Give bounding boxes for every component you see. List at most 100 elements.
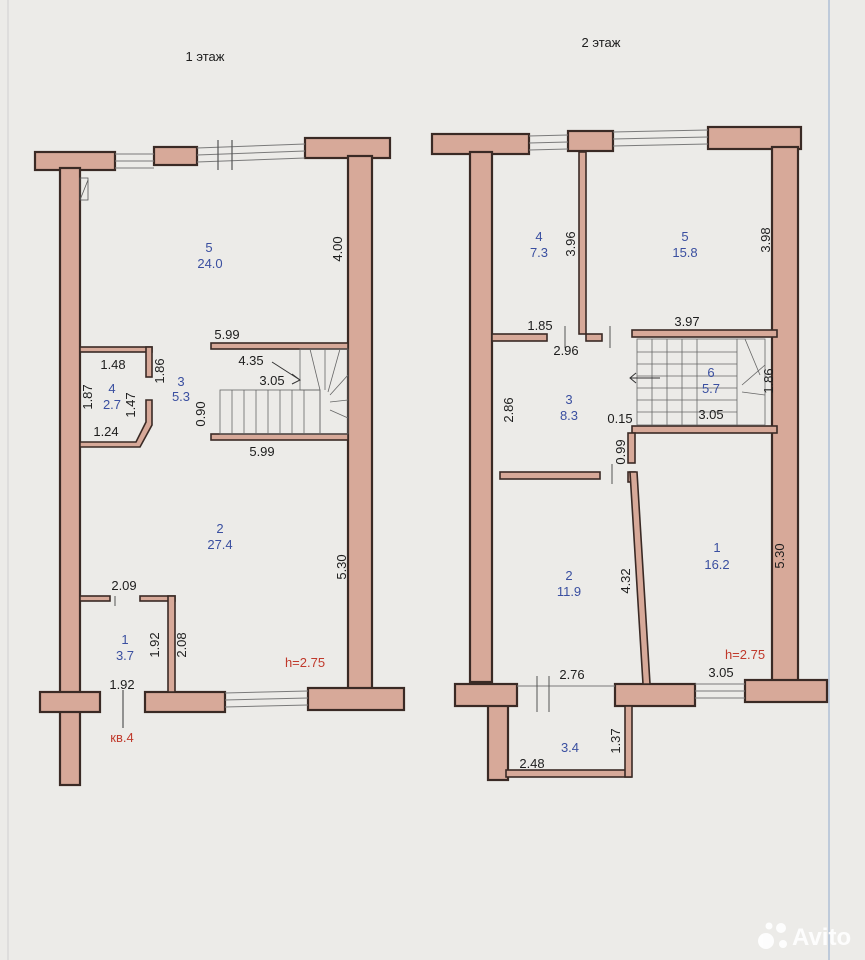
room-area: 5.7 bbox=[702, 381, 720, 396]
wall bbox=[486, 700, 510, 782]
wall bbox=[770, 145, 800, 685]
room-area: 3.7 bbox=[116, 648, 134, 663]
dimension: 1.24 bbox=[93, 424, 118, 439]
dimension: 3.05 bbox=[259, 373, 284, 388]
wall bbox=[453, 682, 519, 708]
window bbox=[528, 134, 569, 151]
wall bbox=[210, 342, 349, 350]
room-number: 1 bbox=[121, 632, 128, 647]
dimension: 0.99 bbox=[613, 439, 628, 464]
wall bbox=[629, 471, 651, 685]
avito-watermark: Avito bbox=[758, 922, 851, 951]
wall bbox=[491, 333, 548, 342]
dimension: 1.37 bbox=[608, 728, 623, 753]
window bbox=[115, 153, 154, 169]
wall bbox=[468, 150, 494, 684]
wall bbox=[58, 166, 82, 702]
wall bbox=[210, 433, 349, 441]
floor-1-title: 1 этаж bbox=[186, 49, 225, 64]
dimension: 0.15 bbox=[607, 411, 632, 426]
dimension: 5.99 bbox=[214, 327, 239, 342]
ceiling-height: h=2.75 bbox=[725, 647, 765, 662]
window bbox=[196, 140, 306, 170]
dimension: 5.99 bbox=[249, 444, 274, 459]
room-number: 5 bbox=[205, 240, 212, 255]
wall bbox=[706, 125, 803, 151]
dimension: 3.05 bbox=[698, 407, 723, 422]
dimension: 2.09 bbox=[111, 578, 136, 593]
dimension: 1.86 bbox=[152, 358, 167, 383]
room-area: 8.3 bbox=[560, 408, 578, 423]
room-area: 15.8 bbox=[672, 245, 697, 260]
dimension: 3.96 bbox=[563, 231, 578, 256]
dimension: 1.86 bbox=[761, 368, 776, 393]
room-number: 3 bbox=[565, 392, 572, 407]
room-number: 3 bbox=[177, 374, 184, 389]
wall bbox=[58, 708, 82, 787]
room-area: 5.3 bbox=[172, 389, 190, 404]
dimension: 2.96 bbox=[553, 343, 578, 358]
wall bbox=[38, 690, 102, 714]
wall bbox=[566, 129, 615, 153]
wall bbox=[627, 432, 636, 464]
dimension: 4.32 bbox=[618, 568, 633, 593]
door-mark bbox=[517, 676, 615, 712]
avito-wordmark: Avito bbox=[792, 924, 851, 951]
wall bbox=[306, 686, 406, 712]
floor-2-plan: 2 этаж bbox=[430, 35, 829, 782]
dimension: 4.00 bbox=[330, 236, 345, 261]
room-number: 5 bbox=[681, 229, 688, 244]
room-area: 3.4 bbox=[561, 740, 579, 755]
wall bbox=[631, 425, 778, 434]
ceiling-height: h=2.75 bbox=[285, 655, 325, 670]
staircase bbox=[629, 338, 766, 426]
dimension: 3.05 bbox=[708, 665, 733, 680]
wall bbox=[613, 682, 697, 708]
dimension: 1.92 bbox=[147, 632, 162, 657]
window bbox=[695, 683, 745, 699]
room-number: 1 bbox=[713, 540, 720, 555]
room-area: 27.4 bbox=[207, 537, 232, 552]
dimension: 3.97 bbox=[674, 314, 699, 329]
room-area: 16.2 bbox=[704, 557, 729, 572]
room-number: 2 bbox=[565, 568, 572, 583]
room-area: 7.3 bbox=[530, 245, 548, 260]
apartment-label: кв.4 bbox=[110, 730, 133, 745]
wall bbox=[585, 333, 603, 342]
dimension: 2.86 bbox=[501, 397, 516, 422]
dimension: 5.30 bbox=[334, 554, 349, 579]
dimension: 1.48 bbox=[100, 357, 125, 372]
dimension: 1.92 bbox=[109, 677, 134, 692]
floor-1-plan: 1 этаж bbox=[33, 49, 406, 787]
room-number: 4 bbox=[535, 229, 542, 244]
wall bbox=[743, 678, 829, 704]
staircase bbox=[219, 348, 349, 435]
room-number: 4 bbox=[108, 381, 115, 396]
floor-2-title: 2 этаж bbox=[582, 35, 621, 50]
room-number: 2 bbox=[216, 521, 223, 536]
room-area: 2.7 bbox=[103, 397, 121, 412]
wall bbox=[152, 145, 199, 167]
avito-logo-icon bbox=[758, 922, 787, 949]
dimension: 1.87 bbox=[80, 384, 95, 409]
dimension: 2.08 bbox=[174, 632, 189, 657]
dimension: 0.90 bbox=[193, 401, 208, 426]
dimension: 2.48 bbox=[519, 756, 544, 771]
dimension: 2.76 bbox=[559, 667, 584, 682]
window bbox=[224, 690, 309, 708]
wall bbox=[499, 471, 601, 480]
dimension: 4.35 bbox=[238, 353, 263, 368]
wall bbox=[578, 151, 587, 335]
bathroom-walls bbox=[79, 595, 176, 693]
wall bbox=[346, 154, 374, 694]
dimension: 1.47 bbox=[123, 392, 138, 417]
dimension: 3.98 bbox=[758, 227, 773, 252]
balcony-walls bbox=[505, 705, 633, 778]
wall bbox=[143, 690, 227, 714]
wall bbox=[631, 329, 778, 338]
dimension: 5.30 bbox=[772, 543, 787, 568]
room-number: 6 bbox=[707, 365, 714, 380]
room-area: 11.9 bbox=[557, 584, 581, 599]
